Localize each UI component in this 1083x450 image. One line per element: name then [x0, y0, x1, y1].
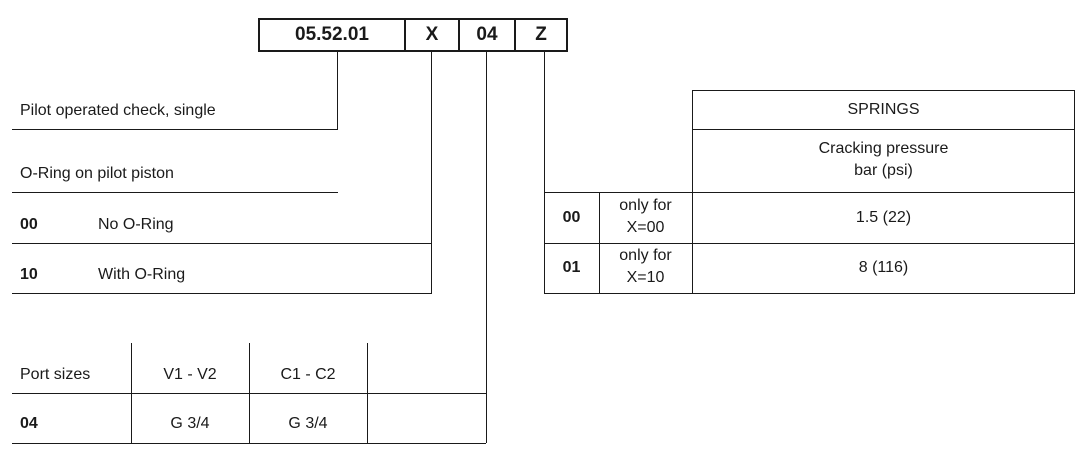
ports-header-divider [12, 393, 486, 394]
function-label: Pilot operated check, single [20, 102, 216, 119]
springs-row-divider [544, 243, 1075, 244]
oring-option-code: 00 [20, 216, 38, 233]
ports-row-v1-v2: G 3/4 [170, 415, 210, 432]
springs-subheader-line1: Cracking pressure [818, 140, 949, 157]
springs-row-value: 1.5 (22) [855, 208, 912, 226]
springs-row-code: 01 [562, 259, 581, 276]
springs-body-left-border [544, 192, 545, 293]
springs-subheader: Cracking pressure bar (psi) [692, 138, 1075, 182]
springs-code-col-divider [599, 192, 600, 293]
springs-header-divider [544, 192, 1075, 193]
oring-heading-underline [12, 192, 338, 193]
code-box-port-size: 04 [458, 18, 516, 52]
connector-spring [544, 52, 545, 192]
springs-condition-line1: only for [619, 247, 672, 264]
code-box-spring: Z [514, 18, 568, 52]
springs-row-condition: only for X=10 [599, 245, 692, 289]
oring-bottom-line [12, 293, 432, 294]
springs-row-condition: only for X=00 [599, 195, 692, 239]
springs-condition-line2: X=10 [626, 269, 665, 286]
springs-left-border [692, 90, 693, 293]
oring-option-code: 10 [20, 266, 38, 283]
springs-title-divider [692, 129, 1075, 130]
ports-header-c1-c2: C1 - C2 [280, 366, 336, 383]
oring-row-divider [12, 243, 432, 244]
ports-header-v1-v2: V1 - V2 [163, 366, 217, 383]
springs-condition-line1: only for [619, 197, 672, 214]
springs-subheader-line2: bar (psi) [854, 162, 913, 179]
code-box-oring: X [404, 18, 460, 52]
ports-row-c1-c2: G 3/4 [288, 415, 328, 432]
oring-option-label: No O-Ring [98, 216, 174, 233]
springs-top-border [692, 90, 1075, 91]
connector-series [337, 52, 338, 129]
connector-oring [431, 52, 432, 293]
function-underline [12, 129, 338, 130]
connector-port-size [486, 52, 487, 443]
springs-right-border [1074, 90, 1075, 293]
oring-option-label: With O-Ring [98, 266, 186, 283]
oring-heading: O-Ring on pilot piston [20, 165, 174, 182]
springs-title: SPRINGS [847, 100, 920, 118]
ports-row-code: 04 [20, 415, 38, 432]
ports-header-label: Port sizes [20, 366, 91, 383]
code-box-series: 05.52.01 [258, 18, 406, 52]
springs-bottom-border [544, 293, 1075, 294]
springs-row-code: 00 [562, 208, 581, 226]
springs-row-value: 8 (116) [858, 259, 909, 276]
ports-bottom-line [12, 443, 486, 444]
springs-condition-line2: X=00 [626, 219, 665, 236]
